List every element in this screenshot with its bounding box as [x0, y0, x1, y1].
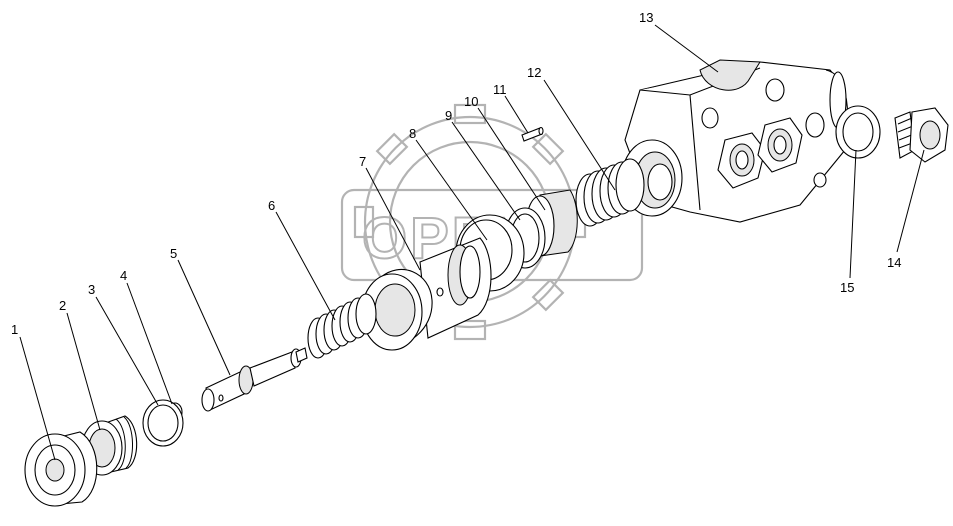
callout-14: 14 — [887, 255, 901, 270]
leader-lines — [19, 24, 925, 461]
part-3-o-ring — [142, 399, 184, 447]
part-7-piston — [361, 237, 492, 351]
part-9-seal-ring — [504, 207, 546, 269]
callout-12: 12 — [527, 65, 541, 80]
callout-6: 6 — [268, 198, 275, 213]
callout-labels: 1 2 3 4 5 6 7 8 9 10 11 12 13 14 15 — [11, 10, 901, 337]
callout-4: 4 — [120, 268, 127, 283]
part-12-spring — [575, 158, 645, 227]
callout-10: 10 — [464, 94, 478, 109]
callout-2: 2 — [59, 298, 66, 313]
callout-13: 13 — [639, 10, 653, 25]
callout-5: 5 — [170, 246, 177, 261]
callout-3: 3 — [88, 282, 95, 297]
part-11-pin — [521, 126, 544, 142]
callout-7: 7 — [359, 154, 366, 169]
callout-1: 1 — [11, 322, 18, 337]
part-5-stem — [201, 347, 308, 412]
callout-8: 8 — [409, 126, 416, 141]
part-6-spring — [307, 293, 377, 359]
part-14-fitting — [894, 107, 949, 163]
part-13-housing — [621, 59, 849, 223]
callout-9: 9 — [445, 108, 452, 123]
part-15-washer — [835, 105, 881, 159]
part-1-end-cap — [24, 431, 98, 507]
callout-15: 15 — [840, 280, 854, 295]
callout-11: 11 — [493, 82, 507, 97]
